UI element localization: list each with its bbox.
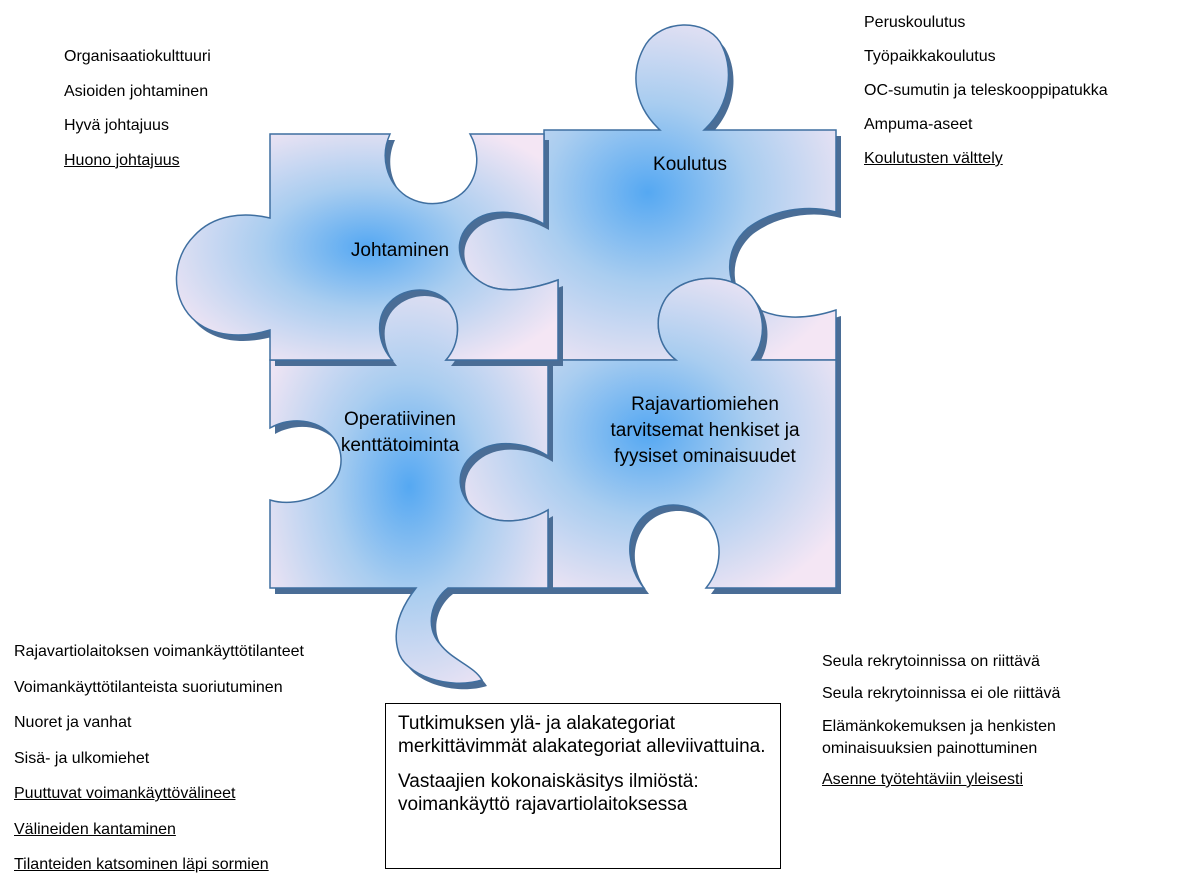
- list-item-underlined: Koulutusten välttely: [864, 150, 1003, 167]
- list-rajavartiomiehen-subcategories: Seula rekrytoinnissa on riittävä Seula r…: [822, 646, 1122, 796]
- list-item: Ampuma-aseet: [864, 116, 973, 133]
- list-item: Seula rekrytoinnissa on riittävä: [822, 653, 1040, 670]
- list-johtaminen-subcategories: Organisaatiokulttuuri Asioiden johtamine…: [64, 40, 211, 178]
- list-item: Asioiden johtaminen: [64, 82, 209, 100]
- label-operatiivinen: Operatiivinen kenttätoiminta: [300, 407, 500, 459]
- legend-note-box: Tutkimuksen ylä- ja alakategoriat merkit…: [385, 703, 781, 869]
- label-operatiivinen-line1: Operatiivinen: [344, 409, 456, 430]
- note-paragraph: Tutkimuksen ylä- ja alakategoriat merkit…: [398, 713, 766, 757]
- note-paragraph: Vastaajien kokonaiskäsitys ilmiöstä: voi…: [398, 771, 699, 815]
- label-koulutus: Koulutus: [653, 154, 727, 175]
- list-item-underlined: Välineiden kantaminen: [14, 820, 176, 838]
- list-item: Organisaatiokulttuuri: [64, 48, 211, 65]
- list-item: Elämänkokemuksen ja henkisten ominaisuuk…: [822, 718, 1056, 757]
- list-item: OC-sumutin ja teleskooppipatukka: [864, 82, 1108, 99]
- label-rajavartiomiehen-line1: Rajavartiomiehen: [631, 394, 779, 415]
- list-operatiivinen-subcategories: Rajavartiolaitoksen voimankäyttötilantee…: [14, 634, 304, 883]
- list-item: Hyvä johtajuus: [64, 117, 169, 134]
- label-rajavartiomiehen: Rajavartiomiehen tarvitsemat henkiset ja…: [560, 392, 850, 470]
- label-operatiivinen-line2: kenttätoiminta: [340, 435, 460, 456]
- list-item: Rajavartiolaitoksen voimankäyttötilantee…: [14, 643, 304, 660]
- list-item: Seula rekrytoinnissa ei ole riittävä: [822, 685, 1061, 702]
- puzzle-piece-rajavartiomiehen: [459, 277, 841, 594]
- list-item-underlined: Asenne työtehtäviin yleisesti: [822, 771, 1023, 788]
- puzzle-piece-operatiivinen: [269, 289, 553, 690]
- list-item-underlined: Tilanteiden katsominen läpi sormien: [14, 856, 269, 873]
- list-item-underlined: Puuttuvat voimankäyttövälineet: [14, 785, 236, 802]
- list-koulutus-subcategories: Peruskoulutus Työpaikkakoulutus OC-sumut…: [864, 6, 1108, 176]
- list-item: Sisä- ja ulkomiehet: [14, 749, 150, 767]
- list-item: Peruskoulutus: [864, 14, 966, 31]
- puzzle-piece-johtaminen: [175, 133, 564, 366]
- label-johtaminen: Johtaminen: [350, 240, 450, 261]
- label-rajavartiomiehen-line2: tarvitsemat henkiset ja: [610, 420, 800, 441]
- list-item: Työpaikkakoulutus: [864, 48, 996, 65]
- list-item-underlined: Huono johtajuus: [64, 151, 180, 169]
- list-item: Nuoret ja vanhat: [14, 714, 132, 731]
- label-rajavartiomiehen-line3: fyysiset ominaisuudet: [614, 446, 796, 467]
- list-item: Voimankäyttötilanteista suoriutuminen: [14, 678, 283, 696]
